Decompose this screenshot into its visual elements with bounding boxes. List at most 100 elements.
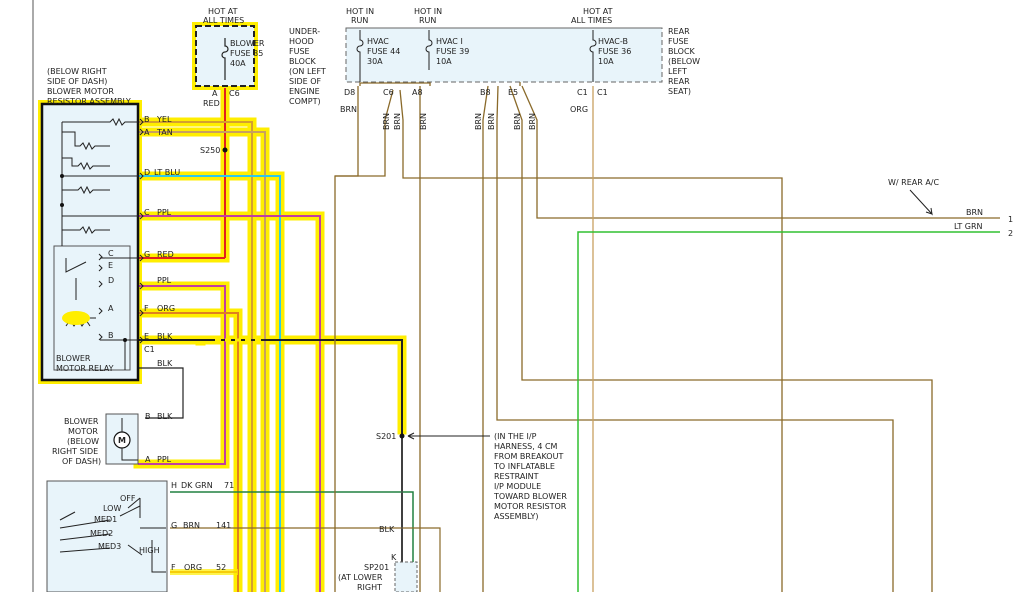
svg-text:BLOCK: BLOCK [289,57,317,66]
rear-fuse-block [345,27,663,83]
svg-text:(ON LEFT: (ON LEFT [289,67,326,76]
svg-text:MOTOR: MOTOR [68,427,98,436]
wire-ltblu: LT BLU [154,168,180,177]
svg-text:SEAT): SEAT) [668,87,691,96]
pin-fuse35-c6: C6 [229,89,240,98]
pin-res-c1: C1 [144,345,155,354]
pin-res-f: F [144,304,149,313]
svg-text:COMPT): COMPT) [289,97,321,106]
svg-text:LEFT: LEFT [668,67,687,76]
dkgrn-wire [170,491,414,592]
wire-brn-right: BRN [966,208,983,217]
switch-med1: MED1 [94,515,117,524]
svg-text:RESTRAINT: RESTRAINT [494,472,539,481]
wire-org: ORG [157,304,175,313]
pin-sw-g: G [171,521,177,530]
pin-relay-d: D [108,276,114,285]
svg-text:ENGINE: ENGINE [289,87,320,96]
wire-ppl3: PPL [157,455,172,464]
wire-blk: BLK [157,332,173,341]
hot-all-times-1-line2: ALL TIMES [203,16,244,25]
switch-med3: MED3 [98,542,121,551]
hot-in-run-1-line1: HOT IN [346,7,374,16]
hot-all-times-1-line1: HOT AT [208,7,238,16]
svg-text:UNDER-: UNDER- [289,27,320,36]
svg-text:TO INFLATABLE: TO INFLATABLE [493,462,555,471]
wire-blk-s201: BLK [379,525,395,534]
relay-label-line2: MOTOR RELAY [56,364,114,373]
hot-in-run-2-line1: HOT IN [414,7,442,16]
sp201-block [394,561,418,592]
wire-brn-e5a: BRN [513,113,522,130]
svg-text:SIDE OF DASH): SIDE OF DASH) [47,77,107,86]
wire-yel: YEL [156,115,172,124]
relay-label-line1: BLOWER [56,354,91,363]
pin-d8: D8 [344,88,355,97]
wire-brn-e5b: BRN [528,113,537,130]
pin-relay-e: E [108,261,113,270]
pin-2: 2 [1008,229,1013,238]
brown-wires [334,59,1000,592]
hvac44-line3: 30A [367,57,383,66]
svg-text:BLOCK: BLOCK [668,47,696,56]
wire-brn-b8a: BRN [474,113,483,130]
pin-c1b: C1 [597,88,608,97]
s201-note: (IN THE I/P HARNESS, 4 CM FROM BREAKOUT … [493,432,567,521]
svg-text:(BELOW: (BELOW [67,437,99,446]
splice-s201: S201 [376,432,396,441]
blower-fuse-line1: BLOWER [230,39,265,48]
s201-note-arrow [407,432,490,440]
svg-text:RIGHT SIDE: RIGHT SIDE [52,447,98,456]
motor-leads [121,418,138,461]
svg-text:TOWARD BLOWER: TOWARD BLOWER [493,492,567,501]
wire-brn-c6b: BRN [393,113,402,130]
svg-text:(IN THE I/P: (IN THE I/P [494,432,537,441]
wire-tan: TAN [156,128,173,137]
pin-a8: A8 [412,88,423,97]
svg-text:SIDE OF: SIDE OF [289,77,321,86]
pin-relay-b: B [108,331,114,340]
hvac39-line3: 10A [436,57,452,66]
hvac39-line1: HVAC I [436,37,463,46]
rear-ac-arrow [909,189,933,216]
sp201-line1: SP201 [364,563,389,572]
pin-res-e: E [144,332,149,341]
pin-res-d: D [144,168,150,177]
pin-sw-h: H [171,481,177,490]
svg-text:MOTOR RESISTOR: MOTOR RESISTOR [494,502,567,511]
sp201-line3: RIGHT [357,583,382,592]
pin-res-a: A [144,128,150,137]
blower-fuse-line2: FUSE 35 [230,49,263,58]
pin-motor-b: B [145,412,151,421]
pin-fuse35-a: A [212,89,218,98]
hvacb36-line2: FUSE 36 [598,47,631,56]
junction-dots [60,147,405,439]
svg-text:OF DASH): OF DASH) [62,457,101,466]
switch-high: HIGH [139,546,160,555]
wire-brn-a8: BRN [419,113,428,130]
colored-wires [138,88,403,592]
blower-switch-contacts [59,497,166,573]
hot-in-run-2-line2: RUN [419,16,436,25]
svg-text:(BELOW: (BELOW [668,57,700,66]
wire-red: RED [157,250,174,259]
svg-text:FUSE: FUSE [668,37,689,46]
svg-text:REAR: REAR [668,77,690,86]
hvacb36-line3: 10A [598,57,614,66]
svg-text:BLOWER MOTOR: BLOWER MOTOR [47,87,114,96]
wire-org2: ORG [184,563,202,572]
hot-in-run-1-line2: RUN [351,16,368,25]
pin-sw-f: F [171,563,176,572]
blower-fuse-line3: 40A [230,59,246,68]
motor-label: BLOWER MOTOR (BELOW RIGHT SIDE OF DASH) [52,417,101,466]
svg-text:(BELOW RIGHT: (BELOW RIGHT [47,67,107,76]
wire-dkgrn-num: 71 [224,481,234,490]
pin-b8: B8 [480,88,491,97]
fuse-39-symbol [425,30,433,70]
svg-text:HARNESS, 4 CM: HARNESS, 4 CM [494,442,558,451]
wire-red-top: RED [203,99,220,108]
connector-chevrons [98,118,144,344]
svg-text:BLOWER: BLOWER [64,417,99,426]
